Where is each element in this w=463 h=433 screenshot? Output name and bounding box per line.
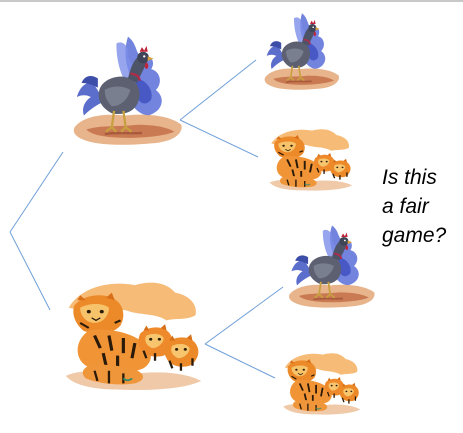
branch-rooster-to-tiger — [180, 120, 258, 157]
branch-tiger-to-tiger — [205, 344, 275, 378]
fair-game-question: Is this a fair game? — [382, 163, 462, 250]
question-line-2: a fair — [382, 192, 462, 221]
branch-root-to-tiger — [10, 232, 50, 310]
branch-root-to-rooster — [10, 152, 63, 232]
rooster-icon — [74, 37, 182, 145]
rooster-icon — [289, 226, 375, 308]
question-line-3: game? — [382, 221, 462, 250]
branch-tiger-to-rooster — [205, 287, 283, 344]
tiger-icon — [283, 353, 360, 414]
tiger-icon — [66, 283, 201, 390]
question-line-1: Is this — [382, 163, 462, 192]
tiger-icon — [270, 129, 353, 190]
branch-rooster-to-rooster — [180, 60, 256, 120]
rooster-icon — [265, 13, 339, 89]
